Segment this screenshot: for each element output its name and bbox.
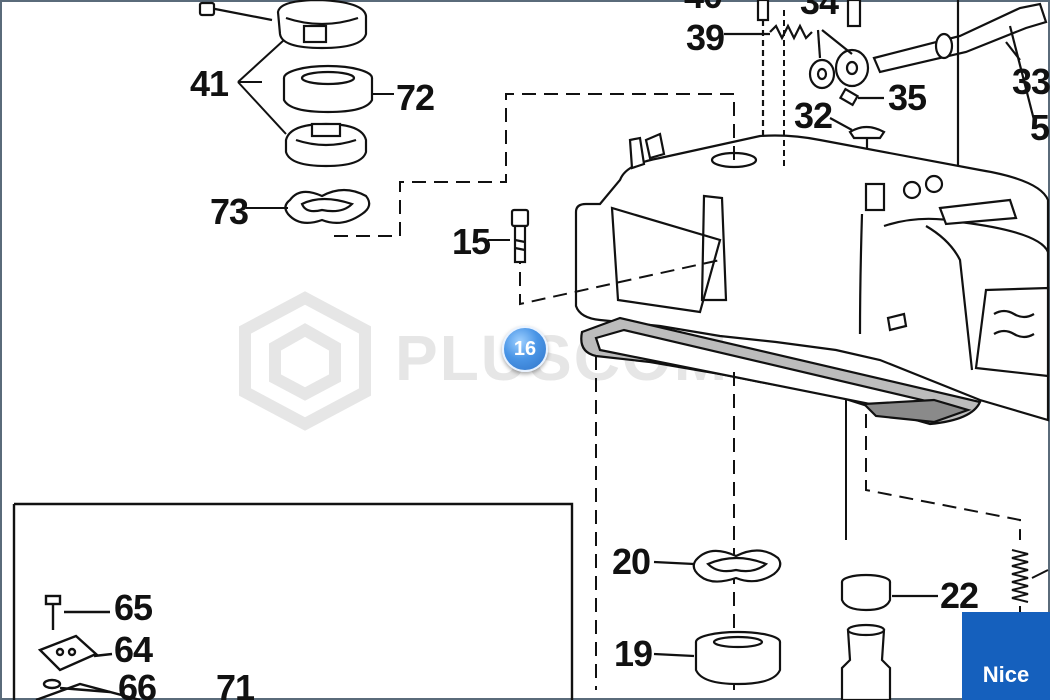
part-label-41: 41 <box>190 63 229 104</box>
leader-lines-41 <box>237 39 510 241</box>
part-label-66: 66 <box>118 667 156 700</box>
part-hotspot-16[interactable]: 16 <box>502 326 548 372</box>
gasket <box>580 316 982 426</box>
part-label-64: 64 <box>114 629 153 670</box>
part-label-40: 40 <box>684 0 722 16</box>
part-label-71: 71 <box>216 667 255 700</box>
clamp-assembly <box>198 0 374 225</box>
part-number-labels: 40 39 34 33 35 32 5 41 72 73 15 20 22 19… <box>114 0 1050 700</box>
bearing-19 <box>653 630 782 686</box>
part-label-5: 5 <box>1030 107 1050 148</box>
part-label-34: 34 <box>800 0 839 22</box>
part-label-22: 22 <box>940 575 978 616</box>
bushing-22 <box>840 573 938 700</box>
inset-box <box>12 502 574 700</box>
part-label-65: 65 <box>114 587 153 628</box>
watermark-logo <box>239 291 371 431</box>
gearbox-housing <box>574 132 1050 422</box>
rod-assembly <box>724 0 1048 196</box>
brand-badge: Nice <box>962 612 1050 700</box>
part-label-35: 35 <box>888 77 927 118</box>
part-label-19: 19 <box>614 633 652 674</box>
part-label-73: 73 <box>210 191 248 232</box>
washer-20 <box>653 549 782 583</box>
part-label-39: 39 <box>686 17 724 58</box>
part-label-20: 20 <box>612 541 650 582</box>
part-label-33: 33 <box>1012 61 1050 102</box>
bolt-15 <box>510 208 530 264</box>
part-label-72: 72 <box>396 77 434 118</box>
part-label-15: 15 <box>452 221 491 262</box>
part-label-32: 32 <box>794 95 832 136</box>
